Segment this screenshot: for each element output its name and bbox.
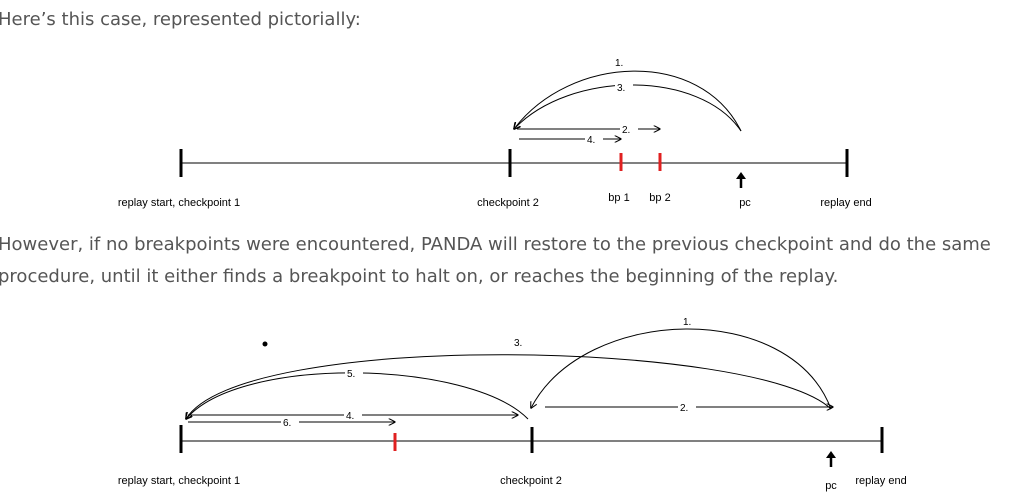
- end-label: replay end: [820, 197, 871, 209]
- step-5-label: 5.: [347, 369, 355, 380]
- step-6-label: 6.: [283, 418, 291, 429]
- pc-arrow-icon: [826, 451, 836, 467]
- step-1-arc: [531, 328, 832, 409]
- checkpoint2-label: checkpoint 2: [500, 475, 562, 487]
- step-3-label: 3.: [514, 338, 522, 349]
- start-label: replay start, checkpoint 1: [118, 475, 240, 487]
- step-2-label: 2.: [622, 125, 630, 136]
- bp1-label: bp 1: [608, 192, 629, 204]
- checkpoint2-label: checkpoint 2: [477, 197, 539, 209]
- step-3-arc: [186, 354, 832, 419]
- pc-label: pc: [739, 197, 751, 209]
- dot-mark: [262, 341, 268, 347]
- start-label: replay start, checkpoint 1: [118, 197, 240, 209]
- intro-paragraph: Here’s this case, represented pictoriall…: [0, 9, 361, 30]
- step-3-arc: [514, 84, 742, 132]
- end-label: replay end: [855, 475, 906, 487]
- pc-arrow-icon: [736, 172, 746, 188]
- step-1-arc: [514, 70, 742, 132]
- step-3-label: 3.: [617, 83, 625, 94]
- bp2-label: bp 2: [649, 192, 670, 204]
- step-1-label: 1.: [683, 317, 691, 328]
- restore-line-1: However, if no breakpoints were encounte…: [0, 234, 991, 255]
- replay-diagram-restore-previous: 1. 2. 3. 4. 5. 6. replay start, checkpoi…: [118, 316, 907, 492]
- step-1-label: 1.: [615, 58, 623, 69]
- restore-paragraph: However, if no breakpoints were encounte…: [0, 229, 991, 293]
- pc-label: pc: [825, 480, 837, 492]
- step-2-label: 2.: [680, 403, 688, 414]
- step-4-label: 4.: [587, 135, 595, 146]
- restore-line-2: procedure, until it either finds a break…: [0, 266, 839, 287]
- step-4-label: 4.: [346, 411, 354, 422]
- replay-diagram-single-checkpoint: 1. 3. 2. 4. replay start, checkpoint 1 c…: [118, 57, 872, 209]
